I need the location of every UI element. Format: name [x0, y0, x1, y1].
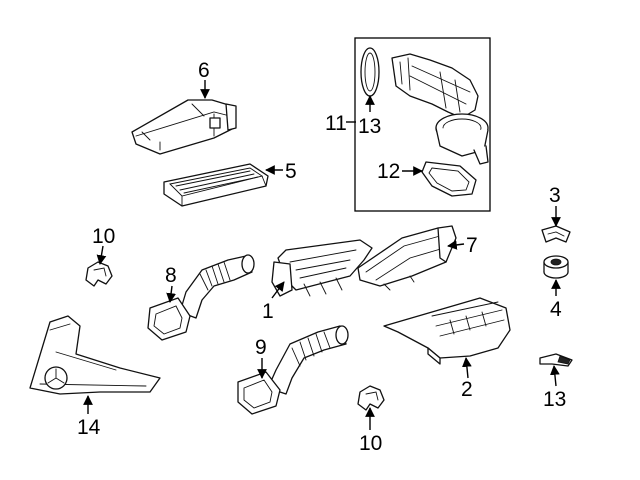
callout-11: 11	[325, 112, 347, 135]
seal-ring-part-13[interactable]	[360, 47, 380, 97]
leader-line-2	[462, 357, 472, 379]
callout-12: 12	[377, 160, 400, 183]
leader-line-1	[271, 281, 285, 299]
callout-14: 14	[77, 416, 101, 439]
leader-line-7	[447, 240, 465, 250]
callout-6: 6	[198, 59, 210, 82]
clip-part-10-upper[interactable]	[85, 261, 113, 287]
callout-10-lower: 10	[359, 432, 382, 455]
air-duct-part-7[interactable]	[357, 225, 457, 291]
callout-1: 1	[262, 300, 274, 323]
clamp-part-3[interactable]	[541, 225, 571, 243]
clamp-part-13-lower[interactable]	[539, 353, 573, 367]
callout-4: 4	[550, 298, 562, 321]
engine-cover-part-14[interactable]	[29, 315, 161, 395]
air-filter-part-5[interactable]	[163, 163, 269, 207]
intake-hose-part-8[interactable]	[147, 254, 255, 341]
grommet-part-4[interactable]	[543, 255, 569, 279]
gasket-part-12[interactable]	[421, 161, 477, 197]
leader-line-10-upper	[96, 245, 107, 265]
callout-5: 5	[285, 160, 297, 183]
clip-part-10-lower[interactable]	[357, 385, 385, 411]
intake-duct-part-11[interactable]	[391, 53, 489, 165]
callout-9: 9	[255, 336, 267, 359]
callout-13-inset: 13	[358, 115, 381, 138]
callout-10-upper: 10	[92, 225, 115, 248]
inset-frame	[354, 37, 491, 212]
air-duct-part-1[interactable]	[271, 239, 373, 297]
callout-13-lower: 13	[543, 388, 566, 411]
leader-line-13-lower	[550, 365, 560, 387]
callout-8: 8	[165, 264, 177, 287]
callout-7: 7	[466, 234, 478, 257]
resonator-part-2[interactable]	[383, 297, 511, 365]
callout-2: 2	[461, 378, 473, 401]
air-cleaner-cover-part-6[interactable]	[131, 99, 237, 155]
leader-line-8	[166, 285, 176, 303]
callout-3: 3	[549, 184, 561, 207]
intake-hose-part-9[interactable]	[237, 325, 349, 415]
